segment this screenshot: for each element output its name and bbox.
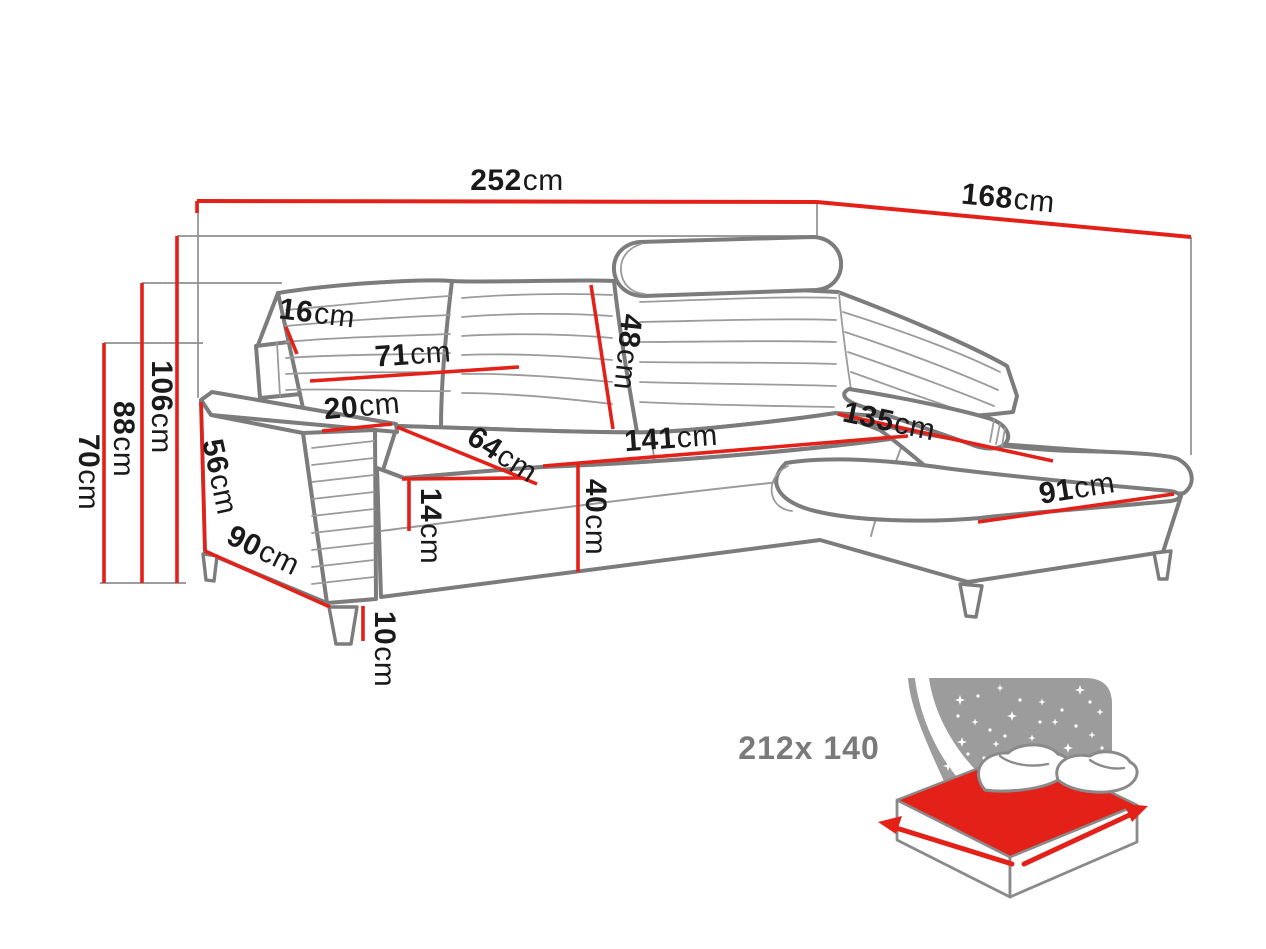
left-armrest: [199, 390, 399, 605]
light-swoosh: [914, 670, 1002, 794]
sleeping-area-size: 212x 140: [738, 730, 880, 766]
dim-value: 252: [470, 164, 522, 197]
dim-unit: cm: [414, 523, 447, 565]
dim-value: 14: [414, 487, 447, 523]
chaise: [770, 387, 1194, 523]
dim-unit: cm: [72, 469, 105, 511]
dim-armrest-width: 20cm: [322, 386, 402, 427]
dim-unit: cm: [522, 164, 564, 197]
dim-value: 16: [277, 292, 316, 330]
dim-value: 70: [72, 433, 105, 469]
dim-height-70: 70cm: [72, 433, 105, 511]
dimension-lines: [102, 199, 1192, 641]
dim-value: 10: [368, 610, 401, 646]
dim-unit: cm: [145, 412, 178, 454]
dim-value: 20: [322, 390, 360, 427]
dim-value: 71: [373, 338, 411, 374]
pillow-right: [1055, 750, 1139, 794]
dim-value: 40: [579, 478, 612, 514]
dim-unit: cm: [579, 514, 612, 556]
dim-height-106: 106cm: [145, 360, 178, 454]
sleeping-function-icon: [878, 670, 1148, 899]
dim-unit: cm: [607, 347, 645, 392]
dim-unit: cm: [357, 386, 402, 424]
fold-out-arrows-icon: [878, 804, 1148, 867]
dim-backrest-height: 48cm: [607, 312, 648, 392]
dim-unit: cm: [1071, 466, 1118, 506]
dim-leg-height: 10cm: [368, 610, 401, 688]
dim-seat-width: 141cm: [623, 418, 719, 459]
dim-unit: cm: [409, 335, 453, 372]
headrest-pillow: [611, 235, 844, 298]
dim-seat-height: 40cm: [579, 478, 612, 556]
dim-unit: cm: [1012, 182, 1057, 220]
dim-total-width: 252cm: [470, 166, 564, 196]
dim-value: 168: [959, 177, 1015, 216]
dim-unit: cm: [107, 436, 140, 478]
dim-unit: cm: [675, 418, 719, 455]
dim-backrest-width: 71cm: [373, 335, 453, 374]
dim-value: 48: [611, 312, 648, 350]
dim-seat-lip-height: 14cm: [414, 487, 447, 565]
dim-unit: cm: [312, 296, 357, 335]
sofa-legs: [201, 549, 1173, 646]
backrest: [276, 278, 1019, 435]
dim-unit: cm: [368, 646, 401, 688]
dim-value: 91: [1036, 472, 1076, 511]
dim-value: 106: [145, 360, 178, 412]
dim-value: 141: [623, 421, 677, 459]
dim-value: 88: [107, 400, 140, 436]
dim-height-88: 88cm: [107, 400, 140, 478]
